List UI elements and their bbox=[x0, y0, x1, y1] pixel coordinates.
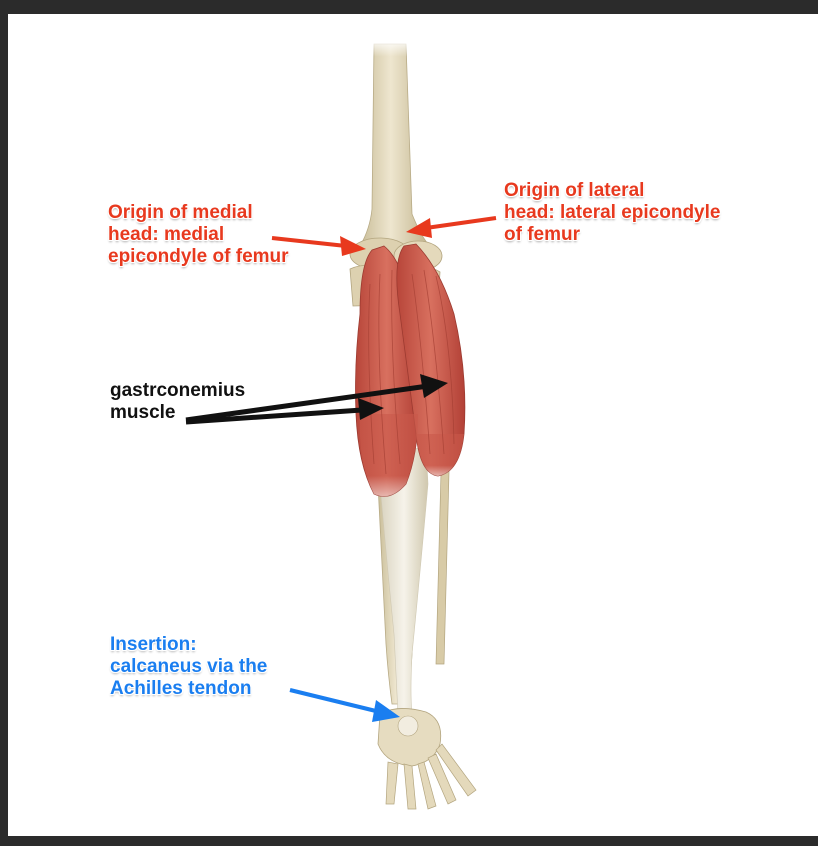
lateral-origin-line-2: head: lateral epicondyle bbox=[504, 202, 721, 223]
insertion-label: Insertion: calcaneus via the Achilles te… bbox=[110, 634, 267, 700]
lateral-origin-line-3: of femur bbox=[504, 224, 580, 245]
gastrocnemius-label: gastrconemius muscle bbox=[110, 380, 245, 424]
diagram-canvas: Origin of medial head: medial epicondyle… bbox=[8, 14, 818, 836]
gastrocnemius-muscle bbox=[355, 243, 466, 497]
insertion-line-1: Insertion: bbox=[110, 634, 197, 655]
medial-origin-line-1: Origin of medial bbox=[108, 202, 253, 223]
medial-origin-line-2: head: medial bbox=[108, 224, 225, 245]
lateral-head-origin-label: Origin of lateral head: lateral epicondy… bbox=[504, 180, 720, 246]
femur-bone bbox=[359, 39, 429, 247]
muscle-label-line-1: gastrconemius bbox=[110, 380, 246, 401]
medial-head-origin-label: Origin of medial head: medial epicondyle… bbox=[108, 202, 289, 268]
insertion-line-3: Achilles tendon bbox=[110, 678, 252, 699]
muscle-label-line-2: muscle bbox=[110, 402, 176, 423]
insertion-line-2: calcaneus via the bbox=[110, 656, 268, 677]
foot-bones bbox=[377, 708, 477, 810]
lateral-origin-line-1: Origin of lateral bbox=[504, 180, 645, 201]
leg-anatomy-illustration bbox=[349, 39, 477, 810]
medial-origin-line-3: epicondyle of femur bbox=[108, 246, 289, 267]
